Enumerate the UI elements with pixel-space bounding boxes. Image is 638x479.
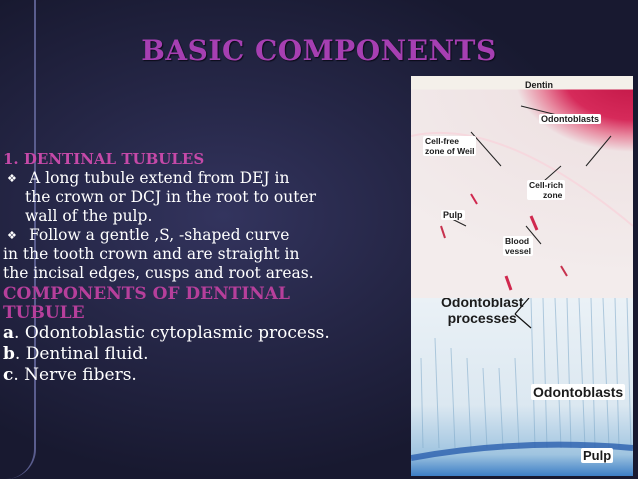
micrograph-texture	[411, 105, 633, 291]
label-cell-free-zone: Cell-free zone of Weil	[423, 136, 477, 156]
bullet-line: the incisal edges, cusps and root areas.	[3, 264, 314, 282]
label-odontoblast-processes: Odontoblast processes	[441, 298, 524, 326]
bullet-line: A long tubule extend from DEJ in	[29, 169, 290, 187]
label-odontoblasts-top: Odontoblasts	[539, 114, 601, 124]
component-text: . Odontoblastic cytoplasmic process.	[14, 323, 330, 343]
odontoblast-processes-micrograph: Odontoblast processes Odontoblasts Pulp	[411, 298, 633, 476]
bullet-item: ❖ Follow a gentle ,S, -shaped curve	[3, 226, 411, 245]
slide-body: 1. DENTINAL TUBULES ❖ A long tubule exte…	[3, 150, 411, 386]
component-item: b. Dentinal fluid.	[3, 344, 411, 365]
section-heading: 1. DENTINAL TUBULES	[3, 150, 205, 168]
label-pulp-top: Pulp	[441, 210, 465, 220]
components-heading: COMPONENTS OF DENTINAL TUBULE	[3, 285, 411, 323]
component-text: . Dentinal fluid.	[14, 344, 149, 364]
bullet-line: the crown or DCJ in the root to outer	[25, 188, 317, 206]
components-heading-line: TUBULE	[3, 303, 85, 323]
bullet-line: wall of the pulp.	[25, 207, 153, 225]
components-heading-line: COMPONENTS OF DENTINAL	[3, 284, 290, 304]
label-cell-rich-zone: Cell-rich zone	[527, 180, 566, 200]
component-letter: a	[3, 323, 15, 343]
component-item: c. Nerve fibers.	[3, 365, 411, 386]
diamond-bullet-icon: ❖	[7, 172, 17, 185]
slide-title: BASIC COMPONENTS	[141, 34, 497, 67]
bullet-line: in the tooth crown and are straight in	[3, 245, 300, 263]
label-blood-vessel: Blood vessel	[503, 236, 533, 256]
diamond-bullet-icon: ❖	[7, 229, 17, 242]
component-letter: b	[3, 344, 15, 364]
component-letter: c	[3, 365, 14, 385]
bullet-item: ❖ A long tubule extend from DEJ in	[3, 169, 411, 188]
label-dentin: Dentin	[525, 80, 553, 90]
label-pulp-bottom: Pulp	[581, 448, 614, 463]
label-odontoblasts-bottom: Odontoblasts	[531, 384, 626, 400]
component-text: . Nerve fibers.	[13, 365, 137, 385]
micrograph-texture	[411, 298, 633, 461]
slide-corner-bracket	[0, 0, 36, 479]
component-item: a. Odontoblastic cytoplasmic process.	[3, 323, 411, 344]
pulp-zones-micrograph: Dentin Odontoblasts Cell-free zone of We…	[411, 76, 633, 298]
bullet-line: Follow a gentle ,S, -shaped curve	[29, 226, 290, 244]
